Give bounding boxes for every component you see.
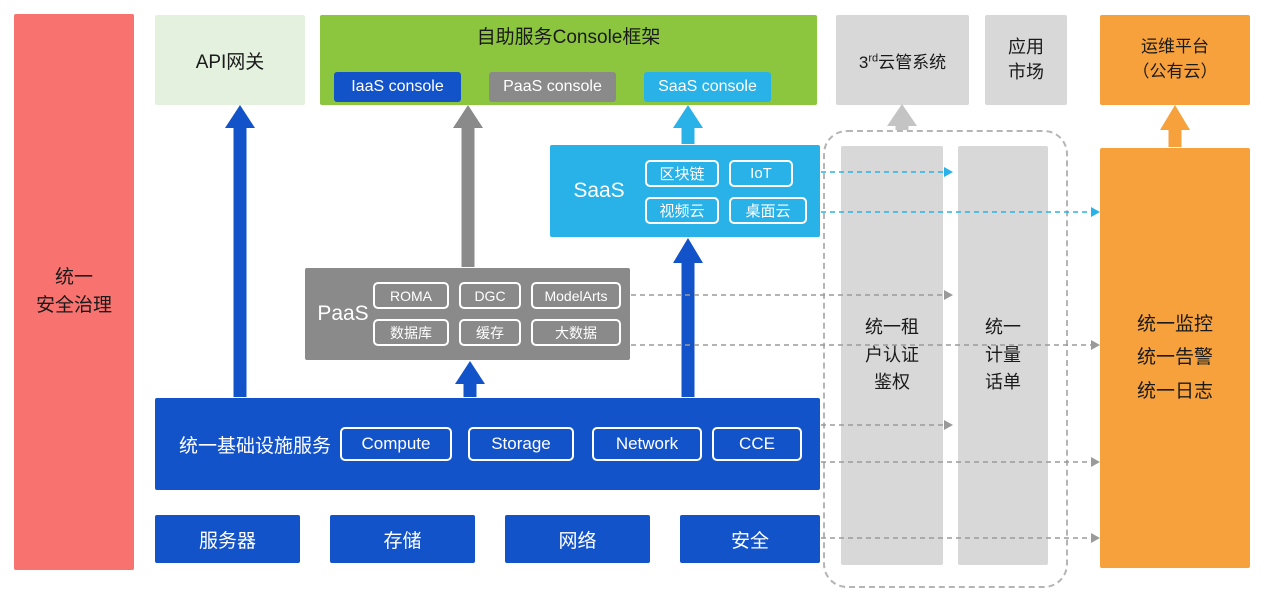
paas-console-chip: PaaS console bbox=[489, 72, 616, 102]
paas-console-label: PaaS console bbox=[503, 78, 602, 95]
app-market-label: 应用 市场 bbox=[1008, 36, 1044, 82]
hardware-storage-box: 存储 bbox=[330, 515, 475, 563]
iaas-group-box: 统一基础设施服务 Compute Storage Network CCE bbox=[155, 398, 820, 490]
arrow-shared-to-third-party bbox=[887, 104, 917, 130]
paas-group-box: PaaS ROMA DGC ModelArts 数据库 缓存 大数据 bbox=[305, 268, 630, 360]
iaas-item-compute: Compute bbox=[340, 427, 452, 461]
app-market-box: 应用 市场 bbox=[985, 15, 1067, 105]
security-governance-bar: 统一 安全治理 bbox=[14, 14, 134, 570]
arrow-monitor-to-om-platform bbox=[1160, 105, 1190, 147]
paas-group-label: PaaS bbox=[317, 302, 369, 325]
saas-group-box: SaaS 区块链 IoT 视频云 桌面云 bbox=[550, 145, 820, 237]
paas-item-roma: ROMA bbox=[373, 282, 449, 309]
paas-item-bigdata: 大数据 bbox=[531, 319, 621, 346]
security-governance-label: 统一 安全治理 bbox=[35, 266, 112, 317]
om-platform-box: 运维平台 （公有云） bbox=[1100, 15, 1250, 105]
paas-item-dgc: DGC bbox=[459, 282, 521, 309]
arrow-iaas-to-paas bbox=[455, 361, 485, 397]
arrow-iaas-to-api-gateway bbox=[225, 105, 255, 397]
metering-billing-bar: 统一 计量 话单 bbox=[958, 146, 1048, 565]
hardware-network-box: 网络 bbox=[505, 515, 650, 563]
shared-services-dashed-container bbox=[823, 130, 1068, 588]
paas-item-modelarts: ModelArts bbox=[531, 282, 621, 309]
paas-item-database: 数据库 bbox=[373, 319, 449, 346]
tenant-auth-label: 统一租 户认证 鉴权 bbox=[865, 316, 919, 393]
api-gateway-box: API网关 bbox=[155, 15, 305, 105]
iaas-group-label: 统一基础设施服务 bbox=[178, 435, 331, 457]
third-party-cloud-box: 3rd云管系统 bbox=[836, 15, 969, 105]
saas-console-chip: SaaS console bbox=[644, 72, 771, 102]
paas-item-cache: 缓存 bbox=[459, 319, 521, 346]
iaas-console-label: IaaS console bbox=[351, 78, 444, 95]
tenant-auth-bar: 统一租 户认证 鉴权 bbox=[841, 146, 943, 565]
console-frame-title: 自助服务Console框架 bbox=[476, 27, 661, 48]
iaas-console-chip: IaaS console bbox=[334, 72, 461, 102]
hardware-security-box: 安全 bbox=[680, 515, 820, 563]
metering-billing-label: 统一 计量 话单 bbox=[985, 316, 1021, 393]
saas-item-blockchain: 区块链 bbox=[645, 160, 719, 187]
iaas-item-network: Network bbox=[592, 427, 702, 461]
third-party-superscript: rd bbox=[868, 51, 879, 64]
saas-item-iot: IoT bbox=[729, 160, 793, 187]
console-frame-box: 自助服务Console框架 IaaS console PaaS console … bbox=[320, 15, 817, 105]
monitoring-alarm-log-bar: 统一监控 统一告警 统一日志 bbox=[1100, 148, 1250, 568]
saas-item-desktop-cloud: 桌面云 bbox=[729, 197, 807, 224]
iaas-item-cce: CCE bbox=[712, 427, 802, 461]
om-platform-label: 运维平台 （公有云） bbox=[1132, 37, 1218, 81]
third-party-cloud-label: 3rd云管系统 bbox=[858, 51, 947, 72]
hardware-server-box: 服务器 bbox=[155, 515, 300, 563]
saas-item-video-cloud: 视频云 bbox=[645, 197, 719, 224]
monitoring-alarm-log-label: 统一监控 统一告警 统一日志 bbox=[1136, 314, 1213, 402]
arrow-saas-to-console bbox=[673, 105, 703, 144]
arrow-iaas-to-saas bbox=[673, 238, 703, 397]
api-gateway-label: API网关 bbox=[195, 51, 265, 73]
saas-group-label: SaaS bbox=[573, 179, 625, 202]
arrow-paas-to-console bbox=[453, 105, 483, 267]
iaas-item-storage: Storage bbox=[468, 427, 574, 461]
saas-console-label: SaaS console bbox=[658, 78, 757, 95]
